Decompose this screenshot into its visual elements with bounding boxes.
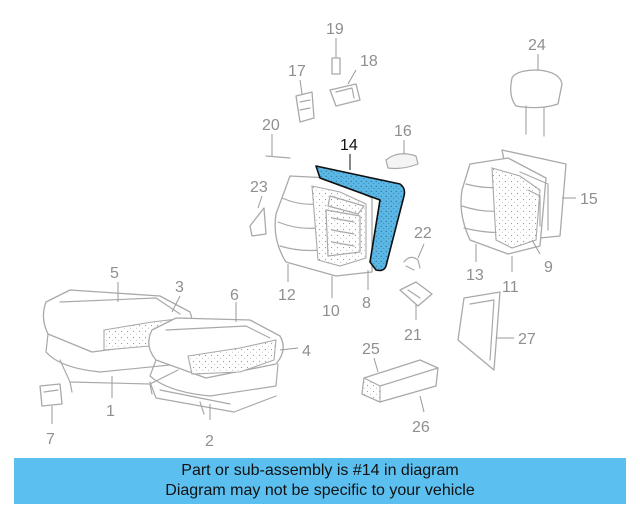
callout-10: 10	[322, 303, 340, 320]
callout-2: 2	[205, 433, 214, 450]
callout-13: 13	[466, 267, 484, 284]
armrest-part-26	[361, 359, 439, 403]
callout-17: 17	[288, 63, 306, 80]
callout-15: 15	[580, 191, 598, 208]
callout-21: 21	[404, 327, 422, 344]
callout-8: 8	[362, 295, 371, 312]
callout-12: 12	[278, 287, 296, 304]
callout-23: 23	[250, 179, 268, 196]
callout-27: 27	[518, 331, 536, 348]
info-banner: Part or sub-assembly is #14 in diagram D…	[14, 458, 626, 504]
callout-16: 16	[394, 123, 412, 140]
seat-back-right	[460, 149, 567, 255]
callout-18: 18	[360, 53, 378, 70]
banner-line-2: Diagram may not be specific to your vehi…	[165, 482, 475, 499]
callout-14: 14	[340, 137, 358, 154]
callout-9: 9	[544, 259, 553, 276]
callout-5: 5	[110, 265, 119, 282]
callout-25: 25	[362, 341, 380, 358]
clip-part-7	[39, 383, 63, 407]
bracket-part-17	[295, 91, 315, 123]
callout-24: 24	[528, 37, 546, 54]
cover-part-18	[329, 83, 361, 107]
callout-3: 3	[175, 279, 184, 296]
callout-labels: 1 2 3 4 5 6 7 8 9 10 11 12 13 14 15 16 1…	[46, 21, 598, 450]
seat-back-left	[274, 175, 373, 277]
bolt-part-19	[331, 49, 341, 75]
trim-part-16	[385, 153, 419, 170]
seat-cushion-right	[148, 317, 284, 415]
callout-22: 22	[414, 225, 432, 242]
bolt-part-20	[265, 145, 291, 159]
seat-back-pad-part-14	[315, 165, 406, 272]
banner-line-1: Part or sub-assembly is #14 in diagram	[181, 462, 459, 479]
callout-6: 6	[230, 287, 239, 304]
callout-1: 1	[106, 403, 115, 420]
hook-part-22	[403, 256, 421, 271]
leader-lines	[51, 38, 576, 424]
callout-19: 19	[326, 21, 344, 38]
callout-4: 4	[302, 343, 311, 360]
callout-20: 20	[262, 117, 280, 134]
headrest-part-24	[510, 69, 563, 137]
callout-26: 26	[412, 419, 430, 436]
bracket-part-21	[399, 281, 433, 307]
callout-11: 11	[502, 279, 519, 296]
callout-7: 7	[46, 431, 55, 448]
bracket-part-23	[249, 207, 267, 237]
panel-part-27	[457, 291, 501, 371]
